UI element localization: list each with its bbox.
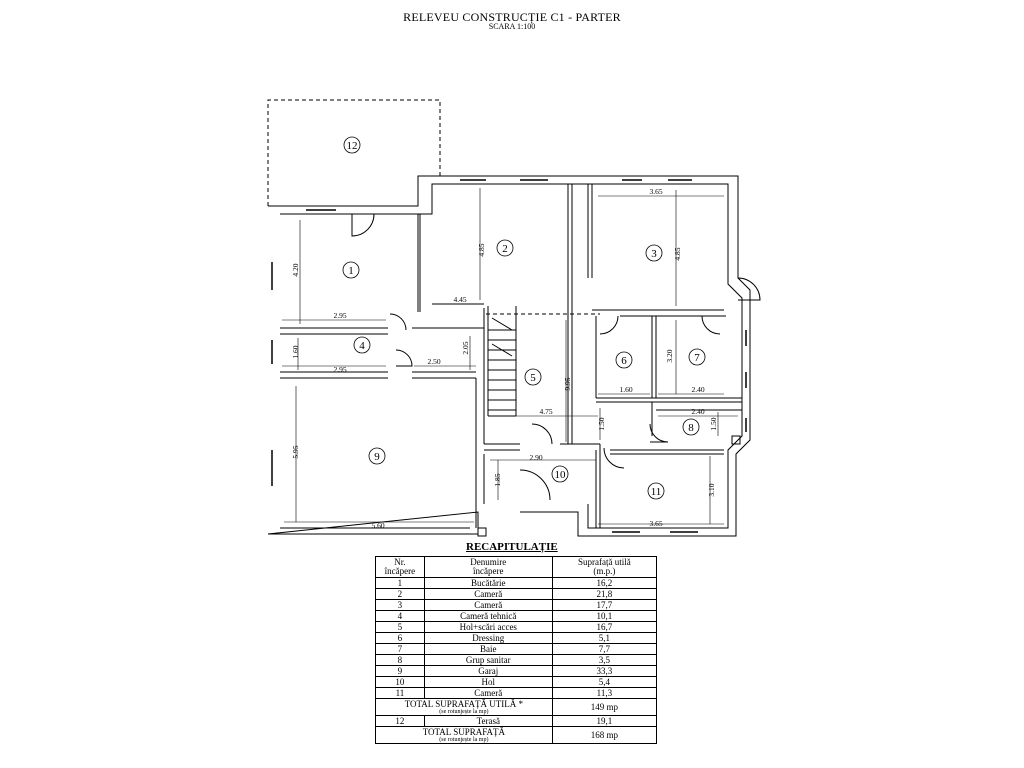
- room-number-1: 1: [348, 265, 354, 277]
- dimension-label: 2.05: [461, 341, 470, 354]
- stairs: [487, 306, 517, 417]
- dimension-label: 4.85: [673, 247, 682, 260]
- room-number-11: 11: [651, 486, 662, 498]
- room-number-2: 2: [502, 243, 508, 255]
- recap-title: RECAPITULAȚIE: [466, 541, 558, 553]
- room-marker-5: [524, 368, 542, 386]
- radiator-mark: [731, 435, 741, 445]
- room-marker-9: [368, 447, 386, 465]
- room-marker-12: [343, 136, 361, 154]
- dimension-label: 1.50: [709, 417, 718, 430]
- doors: [351, 213, 761, 501]
- total-util-row: TOTAL SUPRAFAȚĂ UTILĂ *(se rotunjește la…: [375, 698, 658, 716]
- dimension-label: 4.85: [477, 243, 486, 256]
- windows: [271, 179, 747, 533]
- dimension-label: 1.60: [619, 385, 632, 394]
- dimension-label: 2.50: [427, 357, 440, 366]
- dimension-label: 1.50: [597, 417, 606, 430]
- header-area: Suprafață utilă(m.p.): [551, 556, 658, 578]
- dimension-label: 3.65: [649, 187, 662, 196]
- room-number-5: 5: [530, 372, 536, 384]
- room-number-9: 9: [374, 451, 380, 463]
- dimension-label: 1.85: [493, 473, 502, 486]
- dimension-label: 2.95: [333, 311, 346, 320]
- column-mark: [477, 527, 487, 537]
- dimension-lines: [282, 188, 738, 525]
- dimension-label: 2.95: [333, 365, 346, 374]
- exterior-wall: [267, 175, 751, 537]
- terrace-outline: [267, 99, 441, 206]
- room-number-10: 10: [555, 469, 567, 481]
- room-marker-4: [353, 336, 371, 354]
- dimension-label: 2.90: [529, 453, 542, 462]
- room-number-4: 4: [359, 340, 365, 352]
- header-nr: Nr.încăpere: [375, 556, 425, 578]
- room-marker-8: [682, 418, 700, 436]
- room-marker-11: [647, 482, 665, 500]
- drawing-title: RELEVEU CONSTRUCȚIE C1 - PARTER: [403, 10, 621, 24]
- dimension-label: 3.65: [649, 519, 662, 528]
- room-number-3: 3: [651, 248, 657, 260]
- room-number-6: 6: [621, 355, 627, 367]
- room-marker-10: [551, 465, 569, 483]
- dimension-label: 1.60: [291, 345, 300, 358]
- room-number-12: 12: [347, 140, 358, 152]
- room-marker-3: [645, 244, 663, 262]
- dimension-label: 2.40: [691, 385, 704, 394]
- room-marker-1: [342, 261, 360, 279]
- room-number-8: 8: [688, 422, 694, 434]
- dimension-label: 5.95: [291, 445, 300, 458]
- room-marker-2: [496, 239, 514, 257]
- dimension-label: 3.20: [665, 349, 674, 362]
- dimension-label: 4.45: [453, 295, 466, 304]
- room-number-7: 7: [694, 352, 700, 364]
- dimension-label: 5.60: [371, 521, 384, 530]
- room-marker-6: [615, 351, 633, 369]
- drawing-scale: SCARA 1:100: [488, 22, 536, 31]
- total-row: TOTAL SUPRAFAȚĂ(se rotunjește la mp) 168…: [375, 726, 658, 744]
- dimension-label: 4.20: [291, 263, 300, 276]
- dimension-label: 4.75: [539, 407, 552, 416]
- dimension-label: 2.40: [691, 407, 704, 416]
- dimension-label: 9.95: [563, 377, 572, 390]
- dimension-label: 3.10: [707, 483, 716, 496]
- room-marker-7: [688, 348, 706, 366]
- exterior-wall-inner: [280, 183, 743, 529]
